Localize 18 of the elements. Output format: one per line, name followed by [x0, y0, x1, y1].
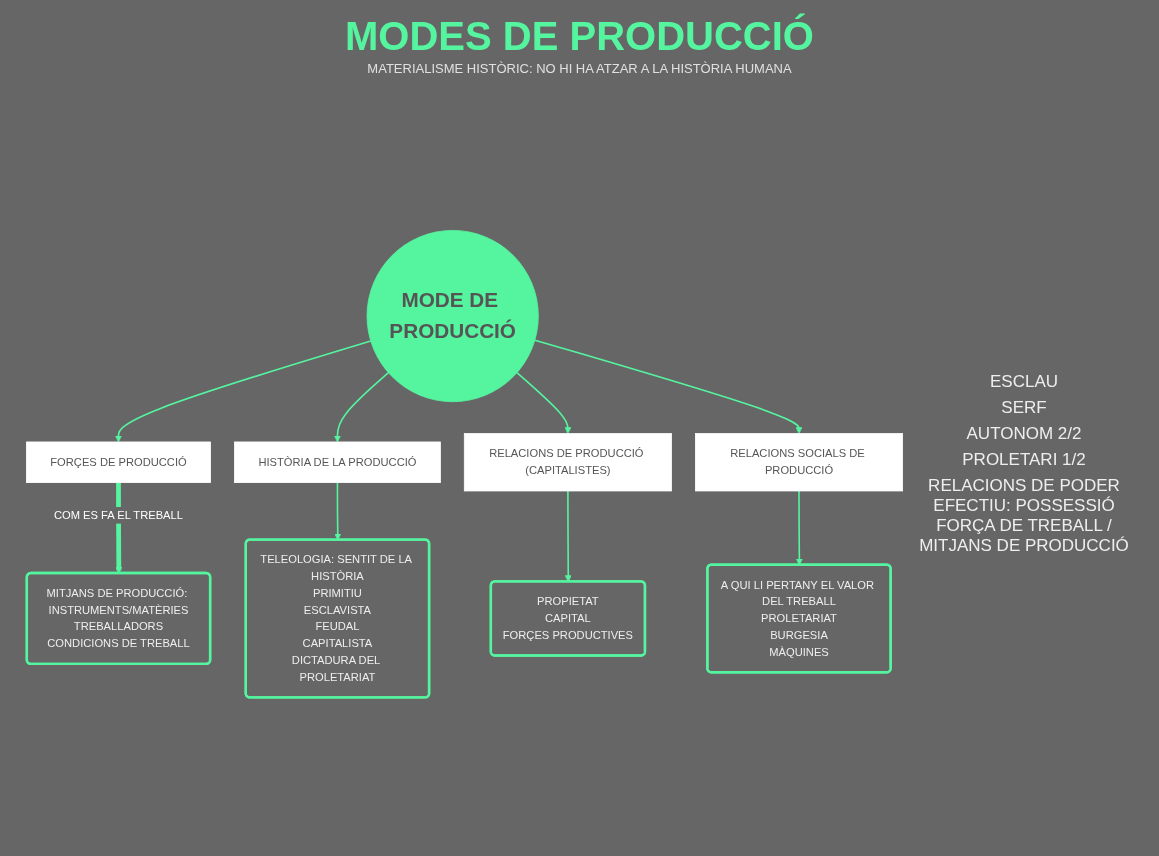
- arrow: [333, 372, 390, 443]
- arrow: [516, 372, 572, 435]
- arrow: [115, 482, 123, 574]
- note-text: AUTONOM 2/2: [965, 424, 1083, 444]
- arrow: [534, 339, 803, 435]
- node-box: HISTÒRIA DE LA PRODUCCIÓ: [234, 441, 441, 484]
- subtitle: MATERIALISME HISTÒRIC: NO HI HA ATZAR A LA HISTÒRIA HUMANA: [367, 61, 792, 76]
- note-text: PROLETARI 1/2: [961, 450, 1087, 470]
- node-box: FORÇES DE PRODUCCIÓ: [26, 441, 211, 484]
- edge-label: COM ES FA EL TREBALL: [54, 508, 183, 522]
- note-text: SERF: [1000, 398, 1048, 418]
- node-circle: MODE DE PRODUCCIÓ: [366, 230, 539, 403]
- node-box: RELACIONS DE PRODUCCIÓ (CAPITALISTES): [463, 433, 672, 492]
- arrow: [115, 340, 372, 443]
- note-text: RELACIONS DE PODER EFECTIU: POSSESSIÓ FORÇA DE TREBALL / MITJANS DE PRODUCCIÓ: [918, 476, 1130, 556]
- title: MODES DE PRODUCCIÓ: [345, 14, 814, 59]
- note-text: ESCLAU: [989, 372, 1059, 392]
- node-box: RELACIONS SOCIALS DE PRODUCCIÓ: [695, 433, 903, 492]
